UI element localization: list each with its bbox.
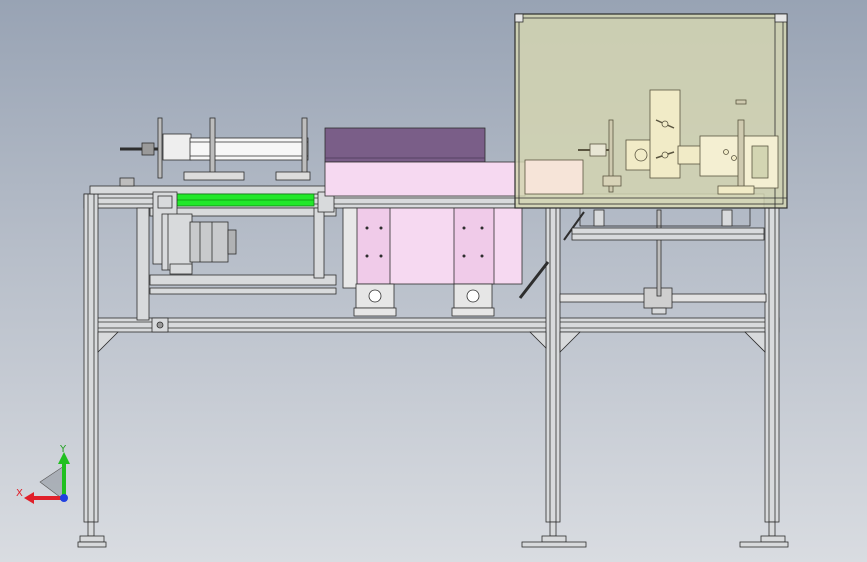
- bearing-block: [353, 283, 397, 317]
- drive-motor: [189, 221, 229, 263]
- lower-shaft-assembly: [559, 207, 767, 315]
- leveling-foot: [739, 521, 789, 548]
- x-axis-label: X: [16, 488, 23, 499]
- clamp-post: [157, 117, 163, 179]
- corner-bracket: [97, 331, 119, 353]
- frame-lower-rail: [95, 317, 780, 333]
- frame-leg-mid: [545, 207, 561, 523]
- cylinder-rod-end: [141, 142, 155, 156]
- corner-bracket: [529, 331, 547, 349]
- conveyor-assembly: [89, 185, 337, 295]
- sensor-housing: [524, 159, 584, 195]
- adjuster-plate: [649, 89, 681, 179]
- cylinder-assembly: [119, 117, 311, 187]
- motor-mount: [161, 213, 193, 271]
- corner-bracket: [744, 331, 766, 353]
- y-axis-label: Y: [59, 444, 67, 455]
- hopper-assembly: [324, 127, 585, 317]
- leveling-foot: [521, 521, 587, 548]
- fixture-assembly: [524, 89, 779, 195]
- leveling-foot: [77, 521, 107, 548]
- cylinder-tube: [189, 137, 309, 161]
- bearing-block: [451, 283, 495, 317]
- z-axis-dot: [60, 494, 68, 502]
- hopper-body: [324, 161, 526, 197]
- conveyor-bottom-rail: [149, 274, 337, 286]
- corner-bracket: [559, 331, 581, 353]
- hopper-lid: [324, 127, 486, 163]
- frame-leg-left-outer: [83, 193, 99, 523]
- conveyor-top-plate: [89, 185, 331, 195]
- frame-leg-right: [764, 207, 780, 523]
- conveyor-frame: [149, 207, 337, 217]
- frame-leg-left-inner: [136, 207, 150, 321]
- coordinate-axes-icon: Y X: [16, 444, 70, 504]
